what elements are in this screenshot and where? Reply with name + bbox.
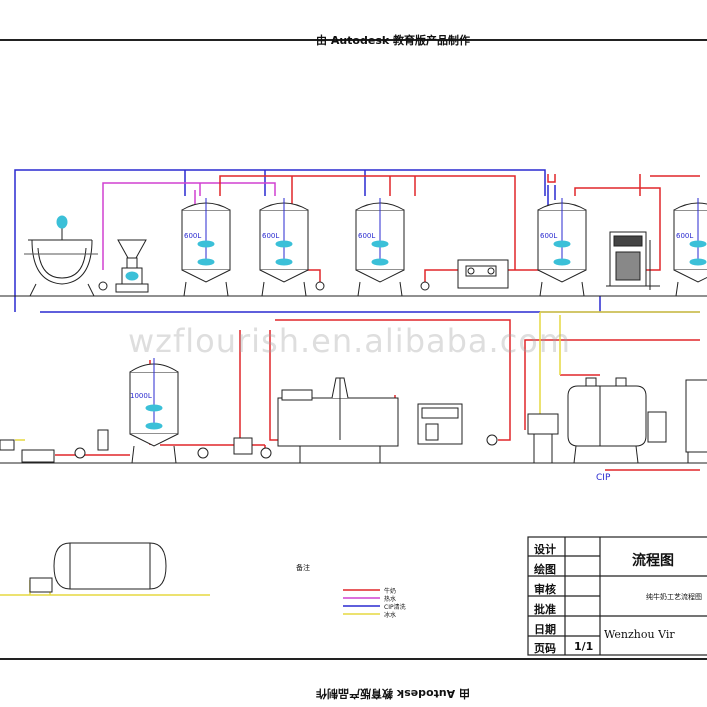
storage-tank-horizontal bbox=[29, 542, 167, 593]
tank-600l-4 bbox=[537, 198, 587, 297]
legend bbox=[343, 589, 380, 615]
tank-600l-5 bbox=[673, 198, 707, 297]
pump-upper-1 bbox=[98, 281, 108, 291]
tank-label-2: 600L bbox=[262, 232, 280, 240]
title-row-design: 设计 bbox=[534, 543, 556, 556]
pump-lower-3 bbox=[260, 447, 272, 459]
site-watermark: wzflourish.en.alibaba.com bbox=[128, 322, 572, 360]
pump-lower-1 bbox=[74, 447, 86, 459]
ice-water-pipeline bbox=[0, 311, 700, 596]
jacketed-kettle bbox=[24, 215, 98, 297]
legend-label-ice-water: 冰水 bbox=[384, 612, 397, 619]
title-row-page: 页码 bbox=[534, 642, 556, 655]
hot-water-tank bbox=[685, 379, 707, 463]
title-row-drawing: 绘图 bbox=[534, 563, 556, 576]
watermark-top: 由 Autodesk 教育版产品制作 bbox=[316, 34, 471, 47]
legend-label-hot-water: 热水 bbox=[384, 596, 397, 603]
tank-label-4: 600L bbox=[540, 232, 558, 240]
cip-panel bbox=[527, 413, 559, 463]
tank-label-5: 600L bbox=[676, 232, 694, 240]
cip-station bbox=[567, 377, 667, 464]
milk-pipeline-right bbox=[547, 174, 700, 196]
legend-label-cip: CIP清洗 bbox=[384, 604, 406, 611]
pump-lower-2 bbox=[197, 447, 209, 459]
tank-1000l bbox=[129, 358, 179, 464]
title-block bbox=[527, 536, 707, 656]
drawing-title: 流程图 bbox=[632, 553, 674, 569]
title-row-date: 日期 bbox=[534, 623, 556, 636]
receiving-tray bbox=[0, 439, 55, 463]
homogenizer bbox=[457, 259, 509, 289]
page-number: 1/1 bbox=[574, 640, 594, 653]
tank-label-3: 600L bbox=[358, 232, 376, 240]
tank-600l-2 bbox=[259, 198, 309, 297]
pump-lower-4 bbox=[486, 434, 498, 446]
title-row-review: 审核 bbox=[534, 583, 556, 596]
filter-lower bbox=[97, 429, 109, 451]
control-cabinet bbox=[417, 403, 463, 445]
tank-600l-1 bbox=[181, 198, 231, 297]
tank-label-1000l: 1000L bbox=[130, 392, 152, 400]
colloid-mill bbox=[115, 239, 149, 293]
separator bbox=[233, 437, 253, 455]
drawing-subtitle: 纯牛奶工艺流程图 bbox=[646, 593, 702, 601]
company-name: Wenzhou Vir bbox=[604, 628, 675, 641]
cip-label: CIP bbox=[596, 473, 611, 483]
legend-label-milk: 牛奶 bbox=[384, 588, 397, 595]
filling-machine bbox=[606, 231, 660, 290]
watermark-bottom-mirrored: 由 Autodesk 教育版产品制作 bbox=[316, 687, 471, 700]
cooling-vat bbox=[277, 377, 399, 463]
pump-upper-3 bbox=[420, 281, 430, 291]
tank-600l-3 bbox=[355, 198, 405, 297]
note-label: 备注 bbox=[296, 564, 310, 572]
milk-pipeline-cip-loop bbox=[524, 339, 700, 471]
tank-label-1: 600L bbox=[184, 232, 202, 240]
pump-upper-2 bbox=[315, 281, 325, 291]
title-row-approve: 批准 bbox=[534, 603, 556, 616]
